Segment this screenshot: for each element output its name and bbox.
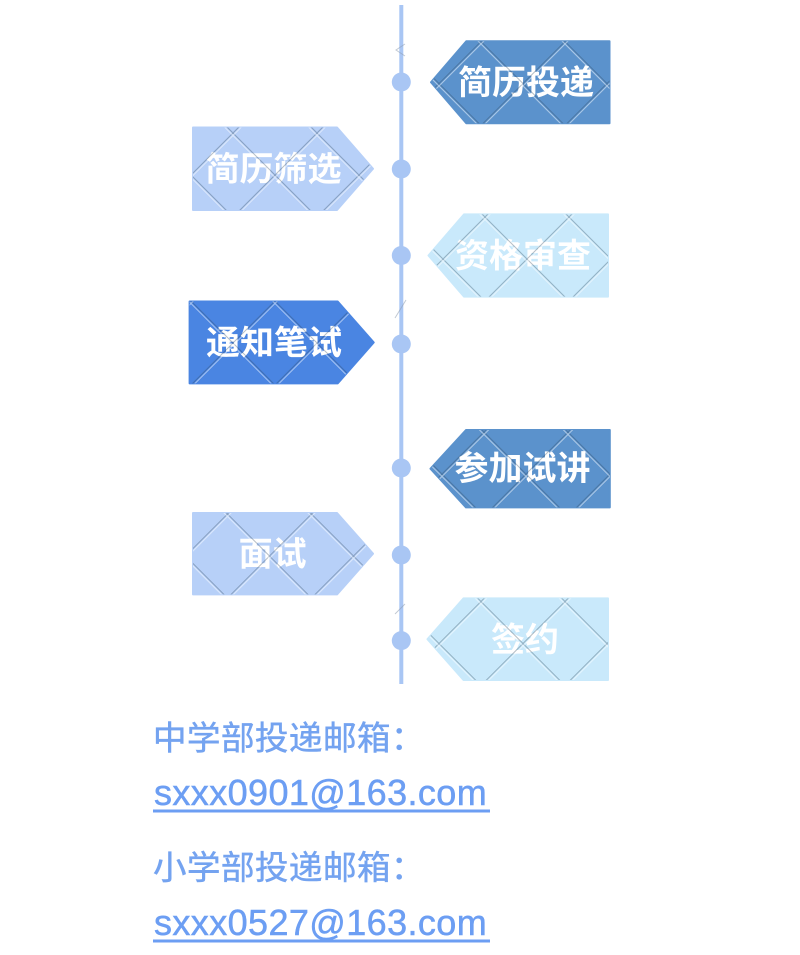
svg-text:sxxx0527@163.com: sxxx0527@163.com (154, 902, 487, 943)
svg-text:sxxx0901@163.com: sxxx0901@163.com (154, 772, 487, 813)
